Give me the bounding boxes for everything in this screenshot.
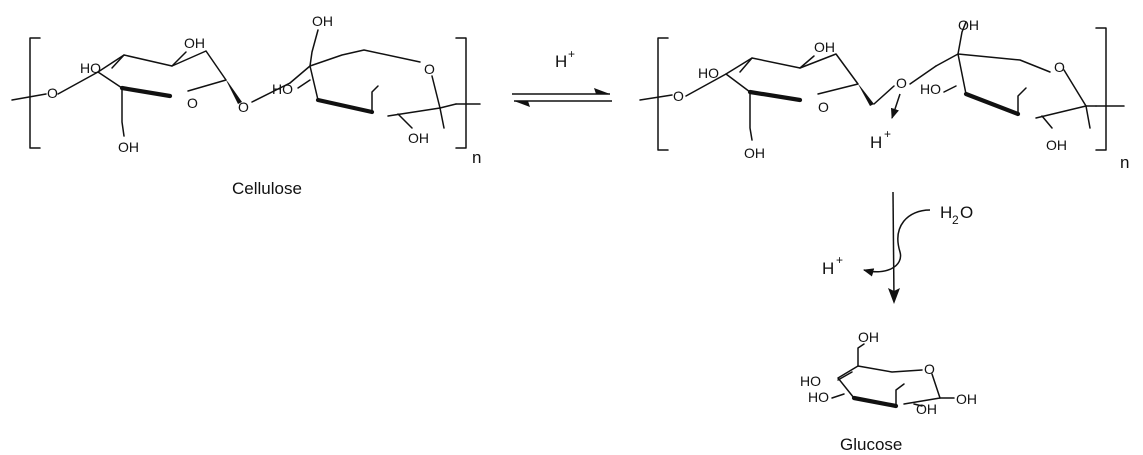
bond	[1017, 87, 1027, 115]
ring-2-oh-bottom: OH	[408, 130, 429, 146]
bond	[57, 71, 99, 95]
bond	[309, 29, 319, 67]
forward-arrow-head	[594, 88, 610, 94]
bond	[171, 51, 187, 67]
ring-1-ho: HO	[698, 65, 719, 81]
glucose-oh-top: OH	[858, 329, 879, 345]
ring-1-oh-bottom: OH	[118, 139, 139, 155]
water-subscript: 2	[952, 213, 959, 227]
ring-1-oh-top: OH	[184, 35, 205, 51]
bond	[397, 113, 413, 129]
bond	[873, 85, 895, 105]
proton-arrow	[891, 93, 901, 119]
bond	[749, 91, 753, 141]
right-bracket	[455, 37, 467, 149]
released-proton-plus: +	[836, 253, 843, 267]
ring-1-bonds	[725, 53, 859, 95]
bond	[297, 79, 311, 89]
bond	[913, 403, 923, 407]
bond	[739, 57, 753, 73]
hydrolysis-arrow-head	[888, 288, 900, 304]
protonated-oxygen: O	[896, 75, 907, 91]
glucose-structure: O OH HO HO OH OH Glucose	[800, 329, 977, 454]
glucose-ring-oxygen: O	[924, 361, 935, 377]
ring-1-oxygen: O	[187, 95, 198, 111]
ring-2-ho: HO	[920, 81, 941, 97]
glycosidic-oxygen-mid: O	[238, 99, 249, 115]
left-bracket	[29, 37, 41, 149]
ring-1-oh-top: OH	[814, 39, 835, 55]
ring-1-wedge	[226, 80, 242, 104]
glucose-oh-anomeric: OH	[956, 391, 977, 407]
catalyst-plus: +	[568, 47, 575, 61]
bond	[685, 73, 727, 97]
ring-1-bonds	[97, 50, 227, 92]
equilibrium-arrows: H +	[512, 47, 612, 107]
bond	[1085, 105, 1091, 129]
ring-2-oxygen: O	[424, 61, 435, 77]
right-bracket	[1095, 27, 1107, 151]
ring-1-front-bond	[747, 89, 803, 103]
cellulose-structure: n O O HO OH OH O O OH HO OH Cellulose	[11, 13, 481, 198]
bond	[371, 85, 379, 113]
ring-2-oh-top: OH	[312, 13, 333, 29]
protonated-cellulose-structure: n O O HO OH OH O H + O OH HO OH	[639, 17, 1129, 172]
glucose-ho-upper: HO	[800, 373, 821, 389]
ring-2-oxygen: O	[1054, 59, 1065, 75]
bond	[251, 82, 291, 103]
catalyst-h: H	[555, 52, 567, 71]
glycosidic-oxygen-left: O	[47, 85, 58, 101]
cellulose-label: Cellulose	[232, 179, 302, 198]
hydrolysis-arrow-line	[892, 191, 895, 301]
ring-1-oxygen: O	[818, 99, 829, 115]
glucose-oh-bottom: OH	[916, 401, 937, 417]
ring-2-bonds	[289, 49, 441, 117]
bond	[895, 383, 905, 407]
hydrolysis-step: H 2 O H +	[822, 191, 973, 304]
left-bracket	[657, 37, 669, 151]
ring-2-oh-top: OH	[958, 17, 979, 33]
bond	[799, 55, 815, 69]
bond	[943, 85, 957, 93]
chain-bond-left	[11, 93, 47, 101]
ring-2-front-bond	[315, 97, 375, 115]
proton-plus: +	[884, 127, 891, 141]
ring-1-front-bond	[119, 85, 173, 99]
glucose-label: Glucose	[840, 435, 902, 454]
bond	[831, 393, 845, 399]
bond	[957, 21, 967, 55]
ring-1-oh-bottom: OH	[744, 145, 765, 161]
repeat-subscript: n	[1120, 153, 1129, 172]
water-o: O	[960, 203, 973, 222]
repeat-subscript: n	[472, 148, 481, 167]
reverse-arrow-head	[514, 101, 530, 107]
ring-2-oh-bottom: OH	[1046, 137, 1067, 153]
bond	[857, 343, 865, 367]
ring-2-ho: HO	[272, 81, 293, 97]
released-proton-h: H	[822, 259, 834, 278]
glycosidic-oxygen-left: O	[673, 88, 684, 104]
bond	[1041, 115, 1053, 129]
glucose-ho-lower: HO	[808, 389, 829, 405]
bond	[121, 87, 125, 137]
bond	[111, 54, 125, 69]
water-curved-arrow	[862, 209, 931, 277]
bond	[439, 107, 445, 129]
ring-1-ho: HO	[80, 60, 101, 76]
proton-h: H	[870, 133, 882, 152]
ring-2-front-bond	[963, 91, 1021, 117]
chain-bond-left	[639, 94, 673, 101]
bond	[837, 371, 853, 381]
bond	[909, 65, 937, 85]
bond	[439, 103, 457, 109]
ring-1-wedge	[858, 84, 874, 106]
glucose-front-bond	[851, 395, 899, 409]
water-h: H	[940, 203, 952, 222]
